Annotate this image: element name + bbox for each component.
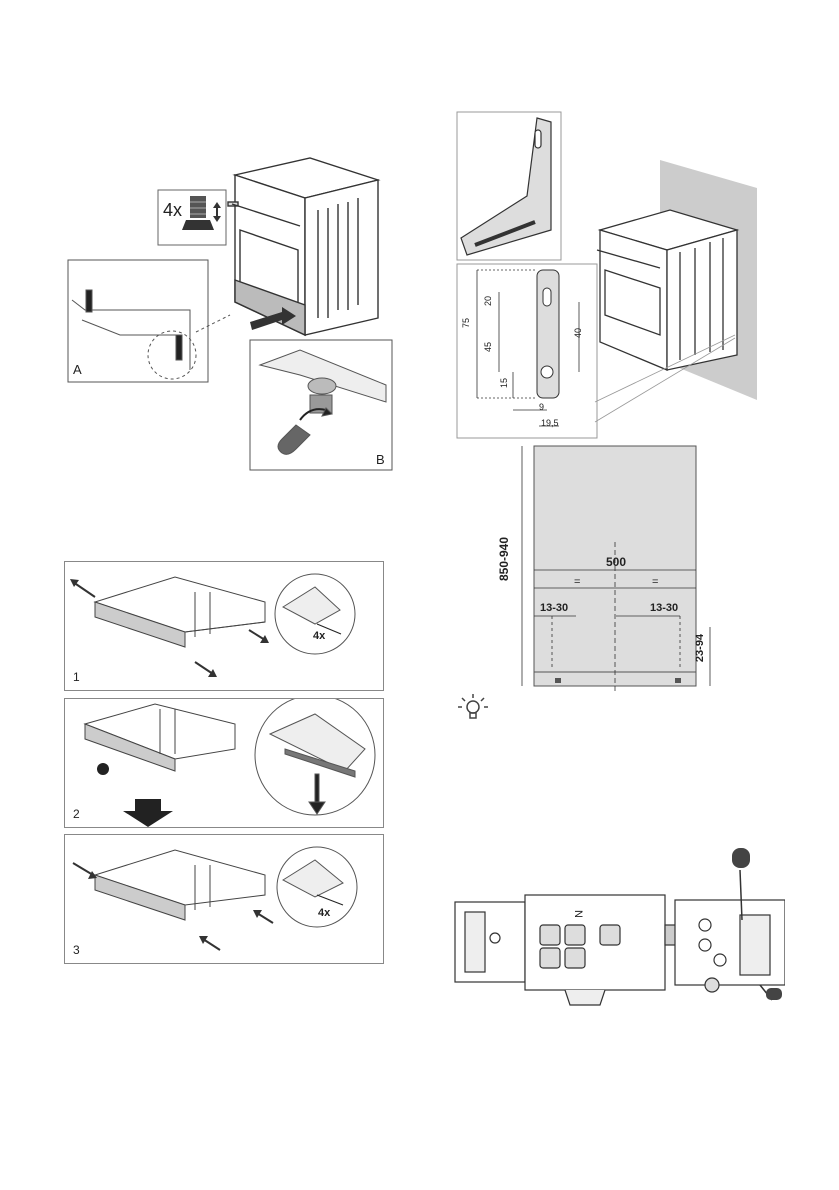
push-down-arrow-icon xyxy=(123,799,173,827)
screw-inset xyxy=(274,573,356,655)
plinth-step-2-panel: 2 xyxy=(64,694,384,828)
detail-a-label: A xyxy=(73,362,82,377)
detail-a xyxy=(67,259,231,383)
lightbulb-icon xyxy=(456,692,490,726)
offset-right-label: 13-30 xyxy=(650,602,679,614)
plinth-step-3-panel: 3 4x xyxy=(64,834,384,964)
offset-left-label: 13-30 xyxy=(540,602,569,614)
bracket-icon xyxy=(460,117,552,256)
clip-inset xyxy=(254,694,376,816)
screw-quantity-label: 4x xyxy=(318,907,331,919)
width-label: 500 xyxy=(606,555,627,569)
adjustable-foot-icon xyxy=(182,196,214,230)
screw-quantity-label: 4x xyxy=(313,630,326,642)
half-left-label: = xyxy=(574,576,581,588)
push-in-arrow-icon xyxy=(72,862,274,951)
wall-dimensions-figure: 850-940 500 = = 13-30 13-30 23-94 xyxy=(497,442,720,692)
terminal-screw-icon xyxy=(539,924,561,946)
dim-19-5: 19,5 xyxy=(541,418,559,428)
dim-45: 45 xyxy=(483,341,494,353)
up-down-arrow-icon xyxy=(213,202,221,222)
screw-inset xyxy=(276,846,358,928)
neutral-terminal-label: N xyxy=(571,910,584,918)
pull-arrow-icon xyxy=(250,307,296,330)
plinth-step-1-panel: 1 4x xyxy=(64,561,384,691)
half-right-label: = xyxy=(652,576,659,588)
terminal-block-figure: N xyxy=(450,840,785,1015)
dim-75: 75 xyxy=(461,317,472,329)
step-number: 2 xyxy=(73,807,80,821)
leveling-figure: 4x A B xyxy=(60,140,400,485)
height-range-label: 850-940 xyxy=(497,536,512,582)
power-plug-icon xyxy=(732,848,782,1001)
clip-icon xyxy=(97,763,109,775)
move-arrow-icon xyxy=(70,579,269,677)
bracket-dimension-frame xyxy=(456,263,598,439)
cooker-against-wall-illustration xyxy=(594,160,757,423)
dim-40: 40 xyxy=(573,327,584,339)
detail-b-label: B xyxy=(376,452,385,467)
foot-quantity-label: 4x xyxy=(163,200,183,220)
anti-tilt-bracket-figure: 75 20 45 15 40 9 19,5 xyxy=(455,110,765,440)
dim-9: 9 xyxy=(539,402,545,412)
cooker-illustration xyxy=(227,157,381,337)
step-number: 1 xyxy=(73,670,80,684)
dim-15: 15 xyxy=(499,377,510,389)
bottom-gap-label: 23-94 xyxy=(694,633,707,663)
detail-b xyxy=(249,339,393,471)
dim-20: 20 xyxy=(483,295,494,307)
step-number: 3 xyxy=(73,943,80,957)
